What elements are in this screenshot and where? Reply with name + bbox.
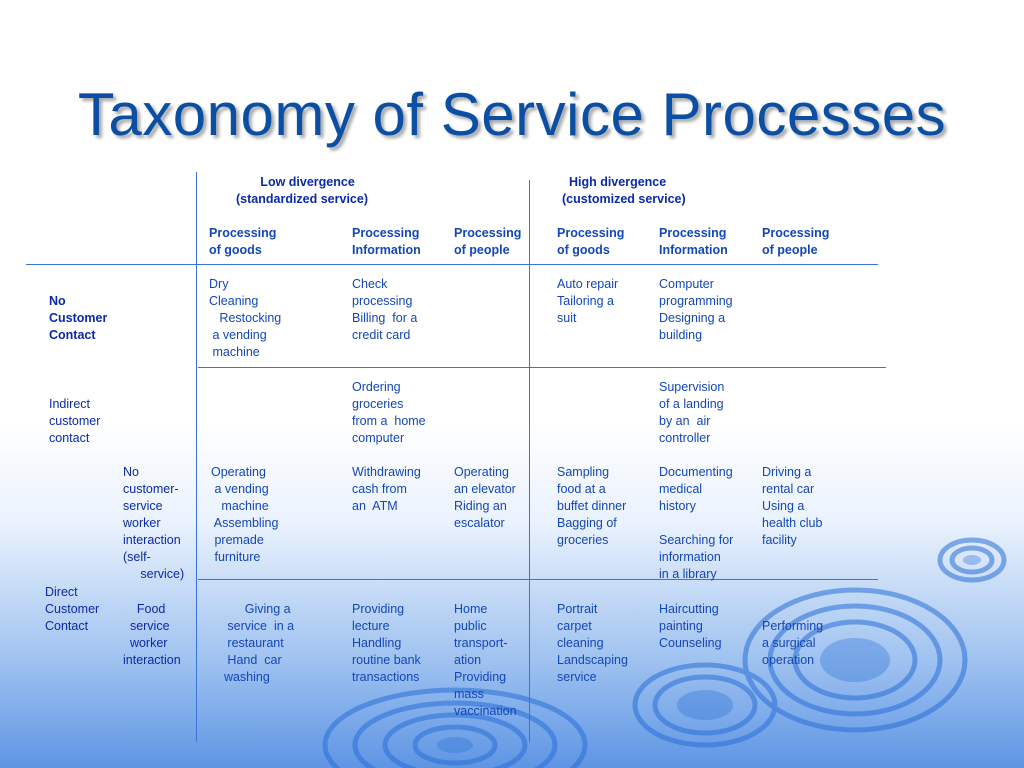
row-label-indirect-customer-contact: Indirect customer contact — [49, 397, 101, 445]
cell-direct-low-info: Providing lecture Handling routine bank … — [352, 602, 421, 684]
header-low-processing-people: Processing of people — [454, 226, 522, 257]
cell-direct-low-goods: Giving a service in a restaurant Hand ca… — [223, 602, 295, 684]
cell-direct-high-people: Performing a surgical operation — [762, 619, 824, 667]
cell-self-high-info: Documenting medical history Searching fo… — [659, 465, 734, 581]
cell-self-high-people: Driving a rental car Using a health club… — [762, 465, 823, 547]
horizontal-divider-indirect — [198, 367, 886, 368]
cell-no-contact-high-goods: Auto repair Tailoring a suit — [557, 277, 619, 325]
cell-self-low-goods: Operating a vending machine Assembling p… — [211, 465, 279, 564]
row-label-self-service: No customer- service worker interaction … — [123, 465, 185, 581]
vertical-divider-left — [196, 172, 197, 742]
cell-no-contact-low-info: Check processing Billing for a credit ca… — [352, 277, 418, 342]
cell-direct-high-info: Haircutting painting Counseling — [659, 602, 722, 650]
header-high-processing-goods: Processing of goods — [557, 226, 625, 257]
cell-self-high-goods: Sampling food at a buffet dinner Bagging… — [557, 465, 627, 547]
header-high-processing-information: Processing Information — [659, 226, 728, 257]
cell-no-contact-low-goods: Dry Cleaning Restocking a vending machin… — [209, 277, 282, 359]
cell-indirect-high-info: Supervision of a landing by an air contr… — [659, 380, 725, 445]
cell-no-contact-high-info: Computer programming Designing a buildin… — [659, 277, 733, 342]
header-high-processing-people: Processing of people — [762, 226, 830, 257]
header-low-divergence: Low divergence (standardized service) — [236, 175, 368, 206]
header-low-processing-goods: Processing of goods — [209, 226, 277, 257]
cell-self-low-people: Operating an elevator Riding an escalato… — [454, 465, 516, 530]
horizontal-divider-header — [26, 264, 878, 265]
header-low-processing-information: Processing Information — [352, 226, 421, 257]
row-label-food-service-worker-interaction: Food service worker interaction — [123, 602, 181, 667]
row-label-no-customer-contact: No Customer Contact — [49, 294, 108, 342]
horizontal-divider-direct — [198, 579, 878, 580]
cell-indirect-low-info: Ordering groceries from a home computer — [352, 380, 426, 445]
cell-self-low-info: Withdrawing cash from an ATM — [352, 465, 421, 513]
row-label-direct-customer-contact: Direct Customer Contact — [45, 585, 100, 633]
cell-direct-low-people: Home public transport- ation Providing m… — [454, 602, 517, 718]
cell-direct-high-goods: Portrait carpet cleaning Landscaping ser… — [557, 602, 628, 684]
slide-title: Taxonomy of Service Processes — [77, 81, 947, 148]
vertical-divider-middle — [529, 180, 530, 742]
header-high-divergence: High divergence (customized service) — [562, 175, 686, 206]
